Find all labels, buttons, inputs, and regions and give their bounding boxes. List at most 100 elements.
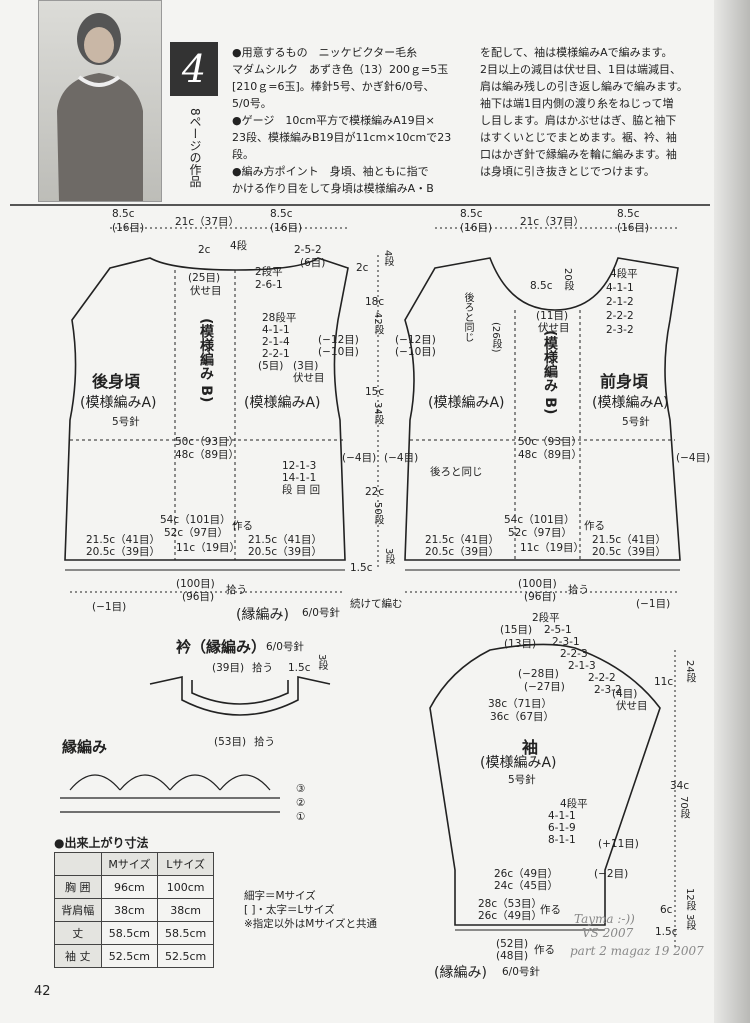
model-photo <box>38 0 162 202</box>
front-hem-right-l: 20.5c（39目） <box>592 546 667 558</box>
front-top-mid: 21c（37目） <box>520 216 584 228</box>
collar-depth-rows: 3段 <box>316 654 327 671</box>
back-shoulder-dec-2: (6目) <box>300 257 326 269</box>
sleeve-edge: (縁編み) <box>434 965 487 981</box>
center-d: 22c <box>365 486 385 498</box>
sleeve-inc-3: 6-1-9 <box>548 822 576 834</box>
front-top-right: 8.5c <box>617 208 640 220</box>
back-neck-depth: 2c <box>198 244 211 256</box>
sleeve-bind: (4目) <box>612 688 638 700</box>
front-side-dec: (−4目) <box>676 452 711 464</box>
back-side-inc-1: 12-1-3 <box>282 460 317 472</box>
center-side-left: (−4目) <box>342 452 377 464</box>
back-hem-left: 21.5c（41目） <box>86 534 161 546</box>
finished-title: ●出来上がり寸法 <box>54 836 149 850</box>
back-top-right: 8.5c <box>270 208 293 220</box>
back-armhole-3: (3目) <box>293 360 319 372</box>
sleeve-pattern: (模様編みA) <box>480 755 557 771</box>
center-b: 18c <box>365 296 385 308</box>
sleeve-cuff-l: 24c（45目） <box>494 880 558 892</box>
sleeve-cuff-dec: (−2目) <box>594 868 629 880</box>
front-needle: 5号針 <box>622 416 650 428</box>
center-c-rows: 34段 <box>372 402 383 425</box>
collar-bottom-label: 拾う <box>254 736 275 748</box>
sleeve-pick: (52目) <box>496 938 529 950</box>
back-side-inc-2: 14-1-1 <box>282 472 317 484</box>
edging-title: 縁編み <box>62 738 108 756</box>
center-a-rows: 4段 <box>382 250 393 267</box>
back-width: 50c（93目） <box>175 436 239 448</box>
back-pattern-b: (模様編み B) <box>198 318 214 403</box>
front-side-same: 後ろと同じ <box>430 466 483 478</box>
pattern-number: 4 <box>170 42 218 96</box>
front-shape-4: 2-2-2 <box>606 310 634 322</box>
back-cast-on-l: 52c（97目） <box>164 527 228 539</box>
front-pick: (100目) <box>518 578 557 590</box>
back-hem-right: 21.5c（41目） <box>248 534 323 546</box>
back-top-left: 8.5c <box>112 208 135 220</box>
sleeve-cap-side: (−28目) <box>518 668 559 680</box>
front-pattern-a-left: (模様編みA) <box>428 395 505 411</box>
back-top-left-sts: (16目) <box>112 222 145 234</box>
front-top-left-sts: (16目) <box>460 222 493 234</box>
back-neck-dec-1: 2段平 <box>255 266 283 278</box>
back-shape-1: 28段平 <box>262 312 297 324</box>
back-pattern-a-right: (模様編みA) <box>244 395 321 411</box>
watermark-3: part 2 magaz 19 2007 <box>570 944 704 958</box>
edging-row-1: ① <box>296 811 306 823</box>
back-hem-left-l: 20.5c（39目） <box>86 546 161 558</box>
back-neck-rows: 4段 <box>230 240 248 252</box>
back-edge-needle: 6/0号針 <box>302 607 340 619</box>
collar-top-label: 拾う <box>252 662 273 674</box>
back-side-inc-3: 段 目 回 <box>282 484 321 496</box>
front-pick-label: 拾う <box>568 584 589 596</box>
sleeve-pick-l: (48目) <box>496 950 529 962</box>
collar-top: (39目) <box>212 662 245 674</box>
instructions-col1: ●用意するもの ニッケビクター毛糸マダムシルク あずき色（13）200ｇ=5玉[… <box>232 46 452 195</box>
sleeve-width: 38c（71目） <box>488 698 552 710</box>
sleeve-length: 34c <box>670 780 690 792</box>
back-shape-5: (5目) <box>258 360 284 372</box>
sleeve-rib-rows: 12段 <box>684 888 695 911</box>
center-b-rows: 42段 <box>372 312 383 335</box>
back-top-right-sts: (16目) <box>270 222 303 234</box>
back-cast-on-label: 作る <box>232 520 253 532</box>
sleeve-pick-label: 作る <box>534 944 555 956</box>
back-pick-label: 拾う <box>226 584 247 596</box>
front-neck-bind: (11目) <box>536 310 569 322</box>
page-number: 42 <box>34 984 51 999</box>
book-spine <box>714 0 750 1023</box>
back-neck-bind-label: 伏せ目 <box>190 285 222 297</box>
sleeve-width-l: 36c（67目） <box>490 711 554 723</box>
back-needle: 5号針 <box>112 416 140 428</box>
instructions-col2: を配して、袖は模様編みAで編みます。2目以上の減目は伏せ目、1目は端減目、肩は編… <box>480 46 688 178</box>
sleeve-inc-total: (+11目) <box>598 838 639 850</box>
center-d-rows: 50段 <box>372 502 383 525</box>
back-armhole-1: (−12目) <box>318 334 359 346</box>
edging-row-3: ③ <box>296 783 306 795</box>
front-armhole-2: (−10目) <box>395 346 436 358</box>
back-armhole-4: 伏せ目 <box>293 372 325 384</box>
collar-needle: 6/0号針 <box>266 641 304 653</box>
back-top-mid: 21c（37目） <box>175 216 239 228</box>
center-c: 15c <box>365 386 385 398</box>
sleeve-cap-side-l: (−27目) <box>524 681 565 693</box>
page-reference: 8ページの作品 <box>188 108 202 188</box>
sleeve-dec-5: 2-1-3 <box>568 660 596 672</box>
front-top-right-sts: (16目) <box>617 222 650 234</box>
front-pick-dec: (−1目) <box>636 598 671 610</box>
back-shape-2: 4-1-1 <box>262 324 290 336</box>
front-pattern-b: (模様編み B) <box>542 330 558 415</box>
front-title: 前身頃 <box>600 372 649 391</box>
sleeve-cuff: 26c（49目） <box>494 868 558 880</box>
center-continue: 続けて編む <box>350 598 403 610</box>
sleeve-rib-h: 6c <box>660 904 673 916</box>
back-width-l: 48c（89目） <box>175 449 239 461</box>
front-shape-1: 4段平 <box>610 268 638 280</box>
legend-note: ※指定以外はMサイズと共通 <box>244 918 378 930</box>
back-armhole-2: (−10目) <box>318 346 359 358</box>
divider <box>10 204 710 206</box>
front-hem-left-l: 20.5c（39目） <box>425 546 500 558</box>
